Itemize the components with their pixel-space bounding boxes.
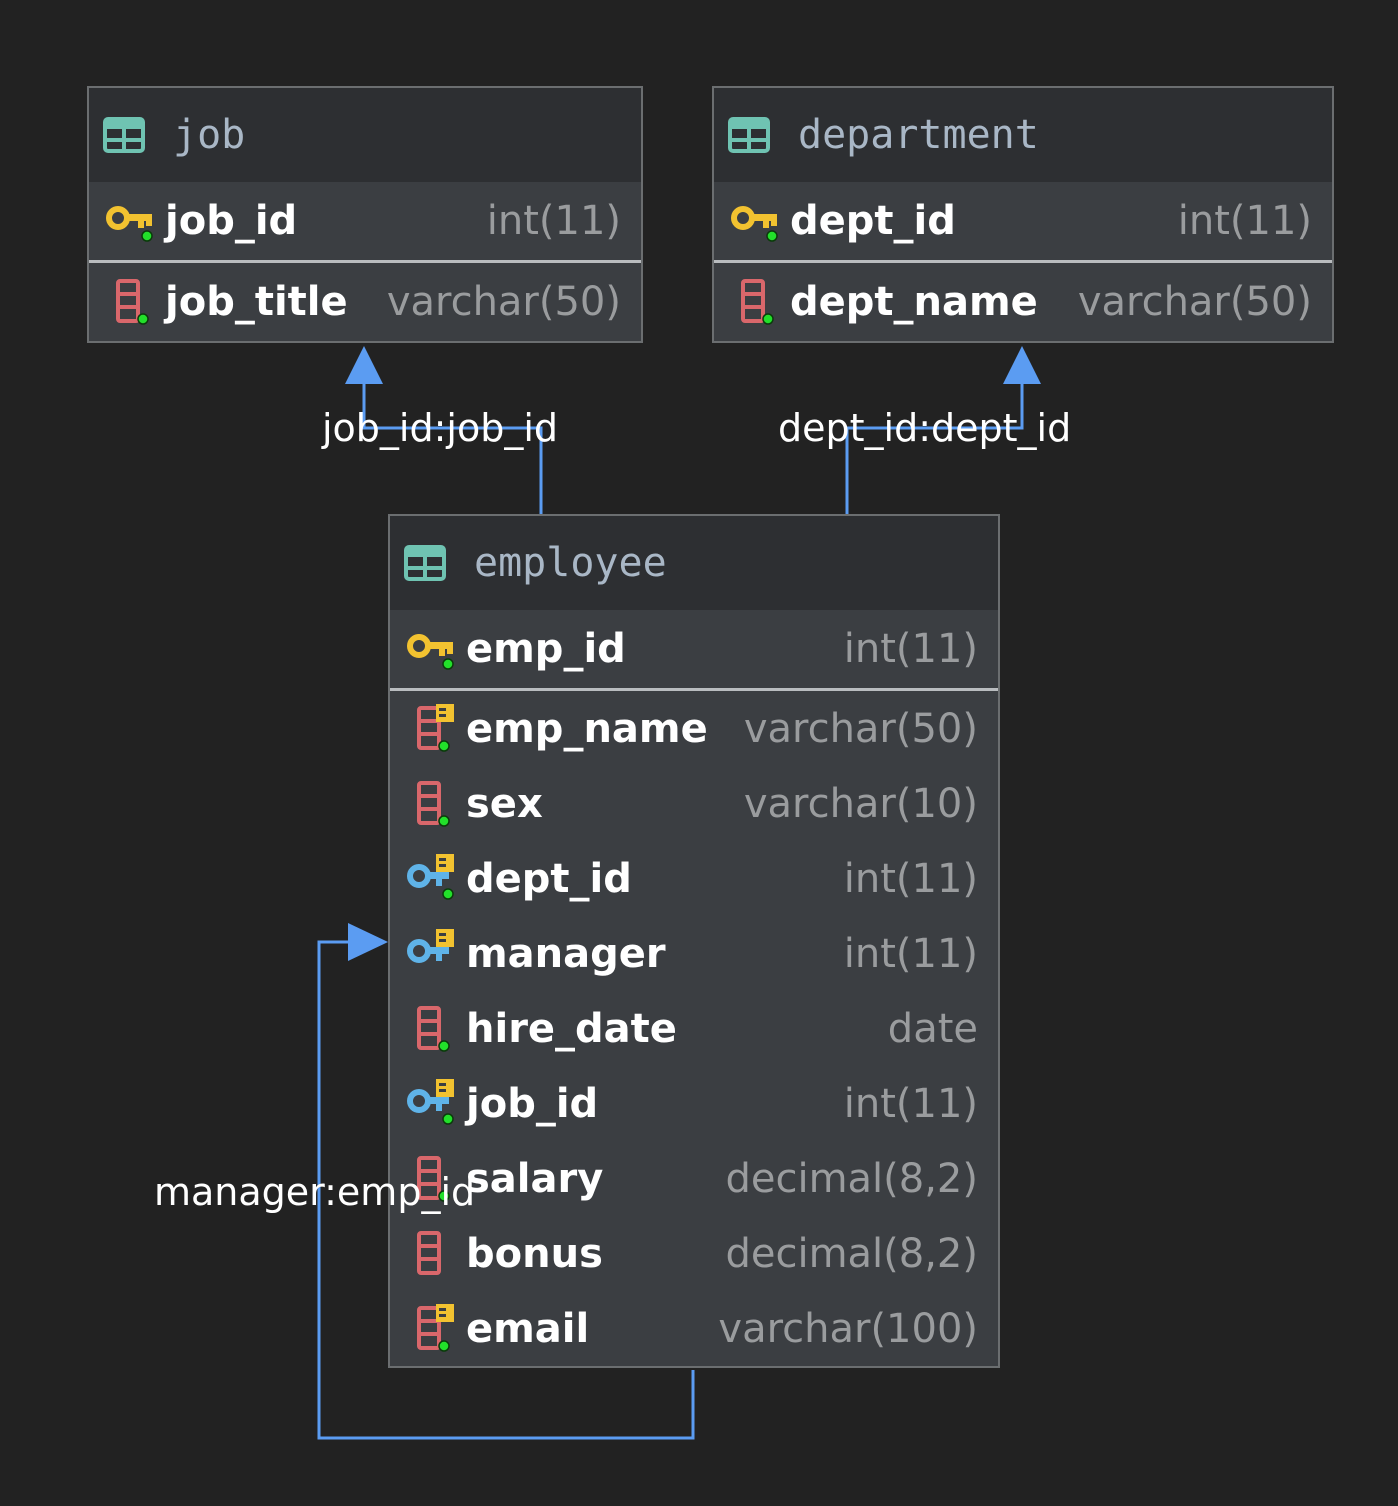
column-icon [417, 780, 450, 827]
column-row-job-title[interactable]: job_title varchar(50) [89, 263, 641, 341]
arrow-head-manager [348, 923, 388, 961]
key-divider [390, 688, 998, 691]
column-row-salary[interactable]: salary decimal(8,2) [390, 1141, 998, 1216]
indexed-column-icon [417, 703, 454, 752]
column-name: emp_name [466, 705, 708, 752]
column-name: job_title [165, 279, 348, 325]
column-name: sex [466, 780, 543, 827]
column-row-manager[interactable]: manager int(11) [390, 916, 998, 991]
column-type: int(11) [843, 626, 978, 672]
key-divider [89, 260, 641, 263]
foreign-key-icon [407, 1078, 454, 1125]
column-type: decimal(8,2) [725, 1230, 978, 1277]
primary-key-icon [407, 634, 454, 670]
table-header[interactable]: employee [390, 516, 998, 610]
foreign-key-icon [407, 928, 454, 963]
column-row-emp-id[interactable]: emp_id int(11) [390, 610, 998, 688]
column-row-dept-id[interactable]: dept_id int(11) [714, 182, 1332, 260]
column-row-dept-name[interactable]: dept_name varchar(50) [714, 263, 1332, 341]
column-type: int(11) [843, 855, 978, 902]
connector-job-id [362, 380, 543, 516]
column-row-sex[interactable]: sex varchar(10) [390, 766, 998, 841]
table-job[interactable]: job job_id int(11) job_title varchar(50) [87, 86, 643, 343]
column-type: varchar(50) [386, 279, 621, 325]
table-employee[interactable]: employee emp_id int(11) emp_name varchar… [388, 514, 1000, 1368]
connector-dept-id [845, 380, 1024, 516]
table-name: employee [474, 540, 667, 586]
column-row-hire-date[interactable]: hire_date date [390, 991, 998, 1066]
key-divider [714, 260, 1332, 263]
table-icon [404, 545, 446, 581]
column-name: dept_id [466, 855, 632, 902]
column-name: job_id [165, 198, 298, 244]
column-name: email [466, 1305, 590, 1352]
column-name: emp_id [466, 626, 626, 672]
column-icon [417, 1230, 441, 1275]
column-type: date [887, 1005, 978, 1052]
column-row-emp-name[interactable]: emp_name varchar(50) [390, 691, 998, 766]
arrow-head-department [1003, 346, 1041, 384]
column-icon [417, 1155, 450, 1202]
column-icon [417, 1005, 450, 1052]
primary-key-icon [731, 206, 778, 242]
column-row-email[interactable]: email varchar(100) [390, 1291, 998, 1366]
relation-label-manager: manager:emp_id [154, 1170, 476, 1214]
column-name: manager [466, 930, 666, 977]
table-name: department [798, 112, 1039, 158]
column-type: int(11) [486, 198, 621, 244]
table-icon [728, 117, 770, 153]
column-row-job-id[interactable]: job_id int(11) [89, 182, 641, 260]
foreign-key-icon [407, 853, 454, 900]
column-type: varchar(50) [743, 705, 978, 752]
column-name: dept_name [790, 279, 1038, 325]
column-type: int(11) [843, 1080, 978, 1127]
column-row-job-id[interactable]: job_id int(11) [390, 1066, 998, 1141]
relation-label-department: dept_id:dept_id [778, 406, 1072, 450]
column-type: int(11) [1177, 198, 1312, 244]
indexed-column-icon [417, 1303, 454, 1352]
table-name: job [173, 112, 246, 158]
connector-manager [317, 940, 695, 1440]
column-name: salary [466, 1155, 604, 1202]
column-type: varchar(50) [1077, 279, 1312, 325]
table-icon [103, 117, 145, 153]
column-name: bonus [466, 1230, 603, 1277]
relation-label-job: job_id:job_id [322, 406, 559, 450]
column-type: varchar(10) [743, 780, 978, 827]
table-header[interactable]: department [714, 88, 1332, 182]
column-type: varchar(100) [718, 1305, 978, 1352]
column-name: dept_id [790, 198, 956, 244]
primary-key-icon [106, 206, 153, 242]
column-name: job_id [466, 1080, 599, 1127]
arrow-head-job [345, 346, 383, 384]
table-department[interactable]: department dept_id int(11) dept_name var… [712, 86, 1334, 343]
column-icon [741, 279, 774, 325]
table-header[interactable]: job [89, 88, 641, 182]
column-icon [116, 279, 149, 325]
column-name: hire_date [466, 1005, 677, 1052]
column-type: decimal(8,2) [725, 1155, 978, 1202]
column-row-dept-id[interactable]: dept_id int(11) [390, 841, 998, 916]
column-row-bonus[interactable]: bonus decimal(8,2) [390, 1216, 998, 1291]
column-type: int(11) [843, 930, 978, 977]
